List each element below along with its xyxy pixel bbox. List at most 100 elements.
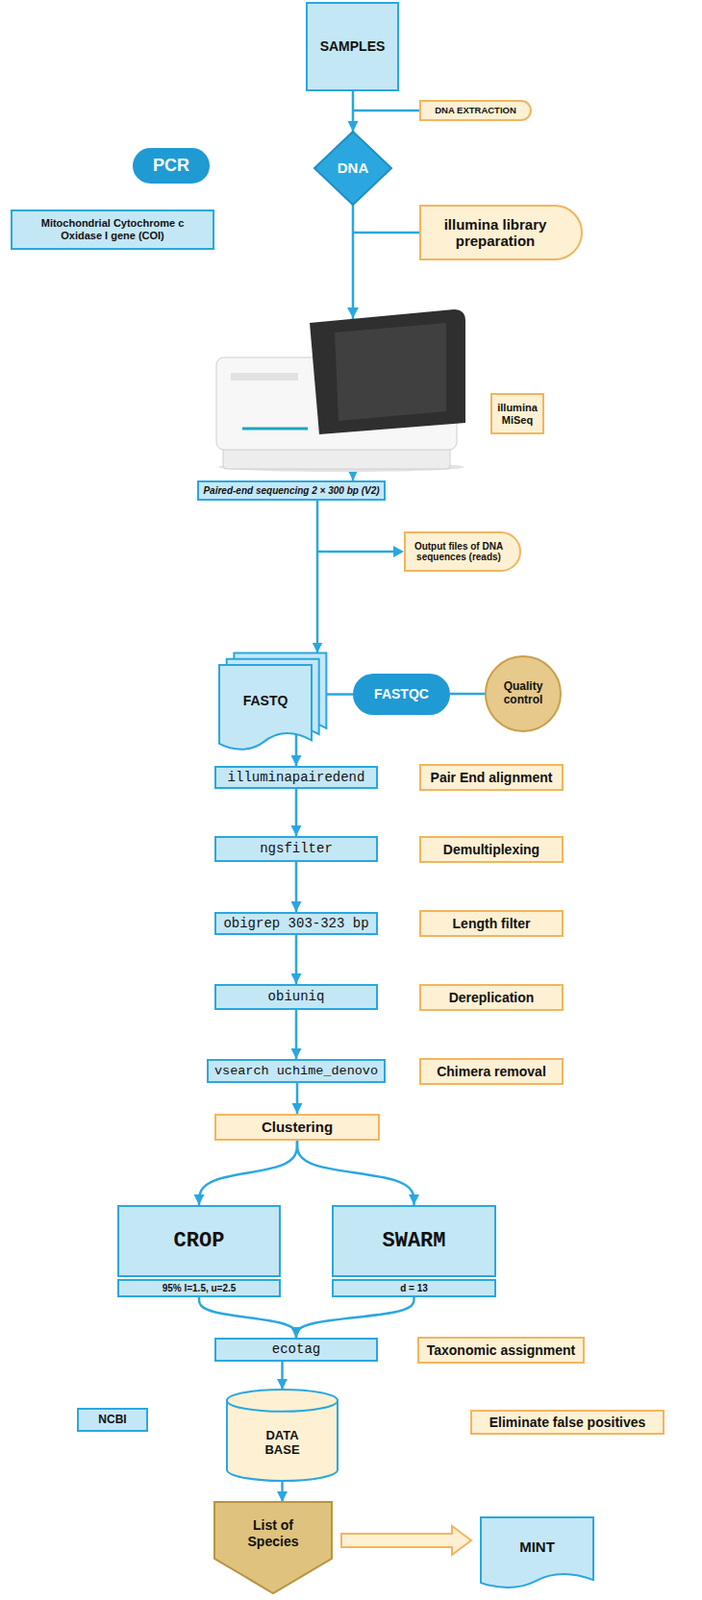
step-tab: Output files of DNA sequences (reads) [403,531,522,573]
step-label: Taxonomic assignment [417,1337,585,1365]
node-label: ecotag [272,1342,321,1358]
output-pentagon: List of Species [214,1503,332,1595]
shape-path [314,131,392,205]
connector-arrow [295,789,299,837]
arrow-head [347,307,359,319]
method-box: CROP [117,1205,281,1279]
connector-arrow [297,1141,415,1206]
text-block: Demultiplexing [443,842,540,858]
connector-arrow [296,1298,415,1339]
node-label: vsearch uchime_denovo [214,1064,378,1080]
block-arrow [341,1527,472,1556]
node-label: Dereplication [449,990,535,1006]
samples-box: SAMPLES [305,1,400,92]
node-label: Length filter [452,916,531,932]
text-block: Chimera removal [436,1064,547,1080]
node-label: CROP [174,1229,226,1254]
shape-path [226,1401,338,1482]
node-label: Taxonomic assignment [426,1343,577,1359]
step-label: Dereplication [419,984,564,1012]
node-label: Demultiplexing [443,842,540,858]
method-box: SWARM [331,1205,497,1279]
text-block: MINT [519,1539,555,1556]
connector-arrow [280,1362,284,1391]
text-block: PCR [152,155,190,176]
text-block: Taxonomic assignment [426,1343,577,1359]
connector-arrow [295,731,299,767]
connector-arrow [326,693,353,697]
text-block: SAMPLES [320,38,386,54]
node-label: ngsfilter [259,841,333,857]
step-label: Pair End alignment [419,764,564,792]
node-label: illumina MiSeq [495,401,540,427]
connector-arrow [316,501,320,654]
text-block: FASTQ [243,693,289,709]
shape-path [219,665,312,751]
connector-arrow [450,693,485,697]
node-label: illuminapairedend [227,770,366,786]
text-block: 95% l=1.5, u=2.5 [162,1283,237,1296]
instrument-label: illumina MiSeq [490,393,545,435]
parameter-box: d = 13 [331,1279,497,1299]
sequencing-box: Paired-end sequencing 2 × 300 bp (V2) [197,480,386,502]
text-block: Eliminate false positives [489,1415,647,1431]
step-tab: DNA EXTRACTION [419,100,532,122]
node-label: SAMPLES [320,38,386,54]
node-label: Chimera removal [436,1064,547,1080]
node-label: d = 13 [400,1283,428,1296]
pcr-pill: PCR [132,148,210,184]
node-label: 95% l=1.5, u=2.5 [162,1283,237,1296]
command-box: vsearch uchime_denovo [206,1059,386,1084]
command-box: ngsfilter [214,836,378,863]
branch-line [352,231,420,235]
node-label: Clustering [261,1119,333,1136]
node-label: DNA [337,159,370,176]
node-label: MINT [519,1539,555,1556]
source-box: NCBI [76,1408,149,1433]
database-cylinder: DATA BASE [226,1390,338,1482]
text-block: SWARM [381,1229,446,1254]
gene-box: Mitochondrial Cytochrome c Oxidase I gen… [10,209,215,251]
command-box: obigrep 303-323 bp [214,912,378,936]
text-block: Clustering [261,1119,333,1136]
step-label: Demultiplexing [419,836,564,864]
command-box: ecotag [214,1338,378,1363]
instrument-cover [309,309,466,435]
text-block: Length filter [452,916,531,932]
text-block: illuminapairedend [227,770,366,786]
text-block: Quality control [494,680,552,708]
text-block: Output files of DNA sequences (reads) [411,541,506,564]
text-block: DNA EXTRACTION [434,105,517,117]
text-block: ecotag [272,1342,321,1358]
shape-path [214,1503,332,1595]
step-tab: illumina library preparation [419,204,583,261]
connector-arrow [295,1010,299,1060]
node-label: DATA BASE [253,1429,312,1459]
connector-arrow [295,935,299,985]
text-block: Dereplication [449,990,535,1006]
text-block: vsearch uchime_denovo [214,1064,378,1080]
node-label: DNA EXTRACTION [434,105,517,117]
node-label: Mitochondrial Cytochrome c Oxidase I gen… [28,217,198,242]
node-label: SWARM [381,1229,446,1254]
file-stack: FASTQ [219,665,312,752]
text-block: List of Species [234,1518,312,1550]
document-shape: MINT [480,1518,594,1590]
decision-diamond: DNA [314,131,392,205]
text-block: illumina MiSeq [495,401,540,427]
connector-arrow [296,1083,300,1115]
node-label: NCBI [98,1414,126,1429]
step-label: Eliminate false positives [470,1410,665,1436]
text-block: obiuniq [268,989,326,1005]
connector-arrow [280,1481,284,1504]
text-block: ngsfilter [259,841,333,857]
text-block: obigrep 303-323 bp [223,916,369,932]
text-block: Pair End alignment [430,770,553,786]
node-label: List of Species [234,1518,312,1550]
node-label: Pair End alignment [430,770,553,786]
text-block: Mitochondrial Cytochrome c Oxidase I gen… [28,217,198,242]
text-block: FASTQC [374,686,429,702]
text-block: NCBI [98,1414,126,1429]
text-block: DATA BASE [253,1429,312,1459]
